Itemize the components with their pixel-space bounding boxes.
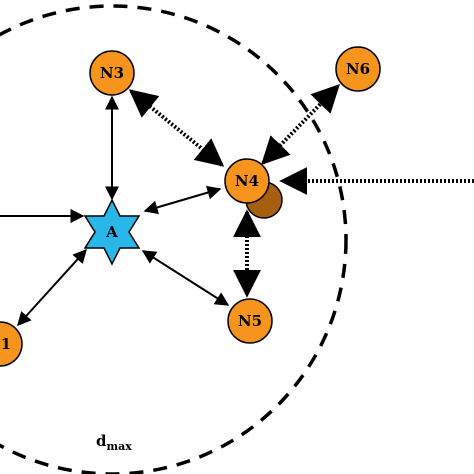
link-anchor-n5 xyxy=(141,250,230,306)
dotted-link-n4-n6 xyxy=(261,83,340,166)
node-n5-label: N5 xyxy=(238,312,262,330)
range-circle xyxy=(0,4,348,474)
range-label-sub: max xyxy=(107,440,133,453)
anchor-node: A xyxy=(83,198,141,266)
node-n6-label: N6 xyxy=(346,60,370,78)
node-n6: N6 xyxy=(335,46,381,92)
anchor-star-icon xyxy=(83,198,141,266)
node-left: 1 xyxy=(0,321,23,367)
node-n3-label: N3 xyxy=(100,64,124,82)
range-label-main: d xyxy=(96,432,107,450)
node-left-label: 1 xyxy=(1,335,11,353)
node-n3: N3 xyxy=(89,50,135,96)
range-label: dmax xyxy=(96,432,132,453)
dotted-link-n3-n4 xyxy=(128,89,225,167)
link-anchor-n4 xyxy=(143,185,222,215)
anchor-label: A xyxy=(105,223,118,241)
node-n5: N5 xyxy=(227,298,273,344)
node-n4-label: N4 xyxy=(235,172,259,190)
node-n4: N4 xyxy=(224,158,270,204)
link-anchor-nleft xyxy=(17,248,87,327)
